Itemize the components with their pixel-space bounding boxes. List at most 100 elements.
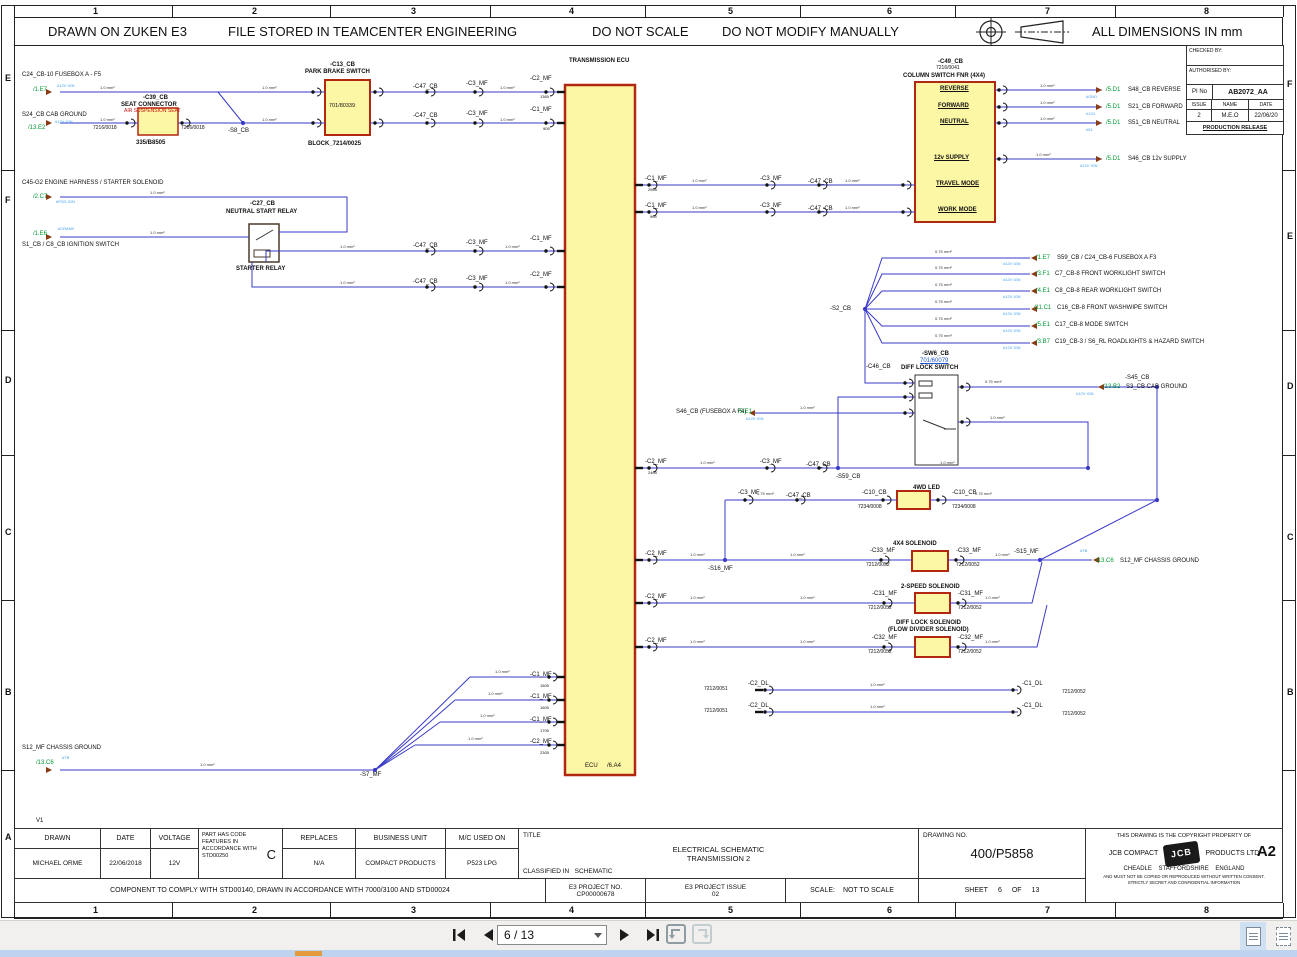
schematic-label: REVERSE	[940, 86, 969, 92]
note-do-not-scale: DO NOT SCALE	[592, 24, 689, 39]
company-row: JCB COMPACT JCB PRODUCTS LTD	[1109, 840, 1259, 868]
part-number-link[interactable]: 701/60079	[920, 358, 949, 364]
schematic-label: 7212/0051	[704, 708, 728, 714]
schematic-label: #12V IGN	[1003, 311, 1021, 316]
seat-connector-box	[137, 107, 179, 136]
column-number-bottom: 8	[1204, 905, 1210, 915]
row-letter-left: D	[5, 375, 12, 385]
connector-arc	[549, 282, 555, 292]
projection-symbol	[976, 18, 1069, 46]
column-number-bottom: 4	[569, 905, 575, 915]
schematic-label: 1.0 mm²	[495, 669, 510, 674]
first-page-button[interactable]	[447, 925, 471, 945]
connector-arc	[378, 118, 384, 128]
connector-pin-dot	[547, 743, 551, 747]
previous-page-button[interactable]	[478, 925, 498, 945]
wire	[251, 262, 565, 288]
cross-reference-arrow	[1031, 288, 1037, 294]
connector-pin-dot	[647, 210, 651, 214]
connector-pin-dot	[956, 645, 960, 649]
comply-note-cell: COMPONENT TO COMPLY WITH STD00140, DRAWN…	[14, 878, 546, 903]
connector-arc	[478, 118, 484, 128]
replaces-value-cell: N/A	[282, 848, 356, 879]
schematic-label: 1.0 mm²	[690, 639, 705, 644]
connector-pin-dot	[544, 121, 548, 125]
next-page-button[interactable]	[615, 925, 635, 945]
drawing-no-value: 400/P5858	[970, 846, 1034, 861]
connector-pin-dot	[879, 558, 883, 562]
connector-arc	[908, 392, 914, 402]
frame-tick	[172, 5, 173, 17]
wire-junction	[1037, 557, 1043, 563]
schematic-label: S46_CB 12v SUPPLY	[1128, 156, 1187, 162]
column-number-top: 4	[569, 6, 575, 16]
schematic-label: -C1_MF	[530, 717, 552, 723]
schematic-label: C24_CB-10 FUSEBOX A - F5	[22, 72, 102, 78]
connector-pin-dot	[960, 385, 964, 389]
wire	[60, 196, 348, 233]
wire-junction	[1085, 465, 1091, 471]
cross-reference-arrow	[1031, 255, 1037, 261]
drawn-value-cell: MICHAEL ORME	[14, 848, 101, 879]
schematic-label: -C3_MF	[466, 240, 488, 246]
voltage-label-cell: VOLTAGE	[150, 828, 199, 849]
connector-pin-dot	[647, 558, 651, 562]
schematic-label: 1.0 mm²	[692, 178, 707, 183]
schematic-label: /3.F1	[1036, 271, 1050, 277]
column-number-bottom: 7	[1045, 905, 1051, 915]
schematic-label: 1.0 mm²	[480, 713, 495, 718]
connector-pin-dot	[743, 498, 747, 502]
schematic-label: 1.0 mm²	[505, 280, 520, 285]
single-page-view-button[interactable]	[1240, 922, 1266, 950]
wire	[864, 308, 1030, 344]
page-number-input[interactable]: 6 / 13	[497, 925, 607, 945]
schematic-label: AIR SUSPENSION SEAT	[124, 108, 181, 114]
part-code-letter: C	[266, 847, 276, 862]
connector-pin-dot	[956, 601, 960, 605]
schematic-label: -C1_MF	[645, 176, 667, 182]
schematic-label: 7212/0052	[958, 605, 982, 611]
schematic-label: S51_CB NEUTRAL	[1128, 120, 1181, 126]
connector-arc	[478, 87, 484, 97]
diff-lock-switch-box	[914, 374, 959, 466]
connector-arc	[800, 495, 806, 505]
header-divider	[14, 45, 1283, 46]
schematic-label: 0.75 mm²	[975, 491, 992, 496]
connector-arc	[887, 598, 893, 608]
row-letter-left: A	[5, 832, 12, 842]
frame-tick	[14, 5, 15, 17]
wire-junction	[835, 465, 841, 471]
schematic-label: C19_CB-3 / S6_RL ROADLIGHTS & HAZARD SWI…	[1055, 339, 1205, 345]
title-line1: ELECTRICAL SCHEMATIC	[672, 844, 765, 854]
connector-pin-dot	[765, 183, 769, 187]
schematic-label: -S15_MF	[1014, 549, 1039, 555]
schematic-label: -C1_MF	[530, 694, 552, 700]
wire	[374, 721, 441, 771]
date-title-value-cell: 22/06/2018	[100, 848, 151, 879]
frame-tick	[1, 170, 14, 171]
transmission-ecu-box	[563, 83, 637, 777]
voltage-value-cell: 12V	[150, 848, 199, 879]
business-unit-value-cell: COMPACT PRODUCTS	[355, 848, 446, 879]
page-dropdown-icon[interactable]	[594, 933, 602, 938]
previous-view-button[interactable]	[666, 924, 686, 944]
connector-pin-dot	[936, 498, 940, 502]
schematic-label: -S7_MF	[360, 772, 382, 778]
schematic-label: #12V IGN	[1003, 328, 1021, 333]
connector-pin-dot	[901, 183, 905, 187]
scrolling-view-button[interactable]	[1270, 922, 1296, 950]
schematic-label: 7212/0052	[868, 649, 892, 655]
schematic-label: -C47_CB	[413, 243, 438, 249]
connector-arc	[430, 118, 436, 128]
next-view-button[interactable]	[692, 924, 712, 944]
schematic-label: TRANSMISSION ECU	[569, 58, 630, 64]
schematic-label: 2505	[648, 187, 657, 192]
connector-pin-dot	[903, 395, 907, 399]
last-page-button[interactable]	[641, 925, 665, 945]
schematic-label: -C3_MF	[760, 203, 782, 209]
cross-reference-arrow	[46, 194, 52, 200]
sheet-size-code: A2	[1256, 843, 1276, 860]
cross-reference-arrow	[1096, 87, 1102, 93]
mc-used-label-cell: M/C USED ON	[445, 828, 519, 849]
